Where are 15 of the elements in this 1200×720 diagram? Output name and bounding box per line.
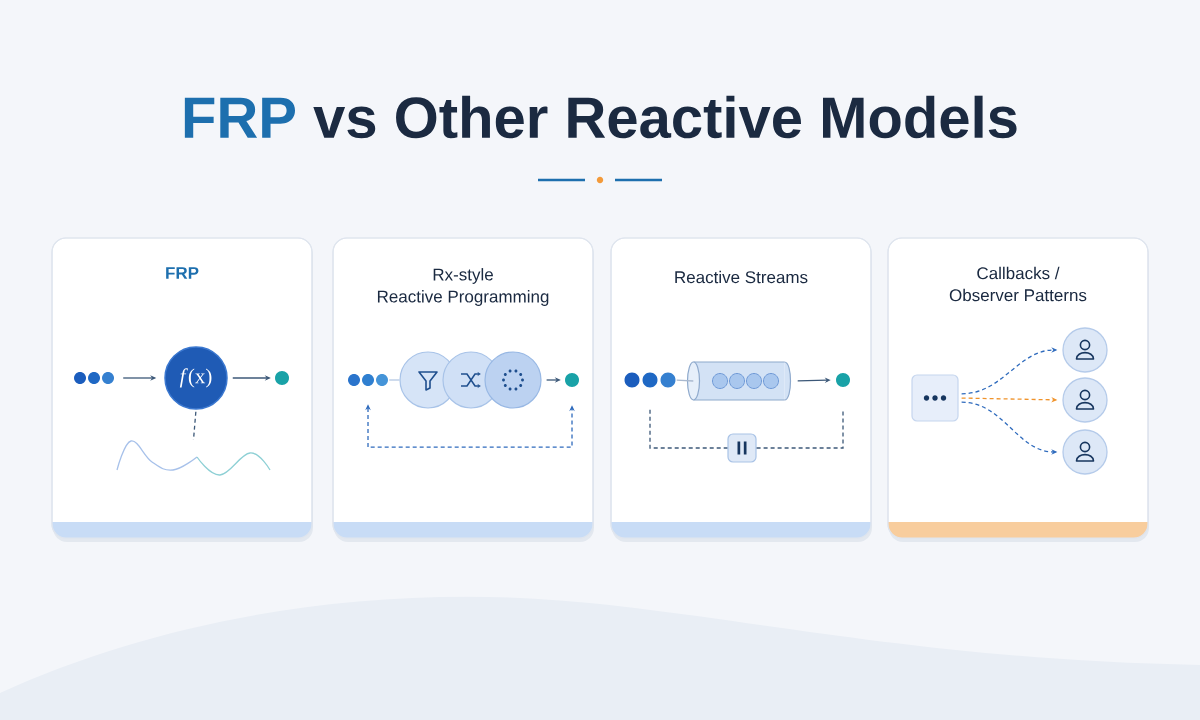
dashed-connector-line [755, 408, 844, 449]
dot [275, 371, 289, 385]
title: FRP vs Other Reactive Models [184, 95, 1017, 139]
card-title: Reactive Streams [675, 270, 808, 284]
card-title: FRP [166, 267, 199, 279]
wave-curve [116, 440, 271, 476]
card-title: Rx-style Reactive Programming [377, 268, 549, 306]
dashed-connector-line [649, 409, 729, 449]
dot-row [74, 372, 114, 384]
cylinder [686, 361, 792, 401]
dot [836, 373, 850, 387]
connector-line [676, 379, 694, 382]
card-title: Callbacks / Observer Patterns [949, 266, 1087, 302]
arrow [232, 375, 271, 381]
dot-row [624, 372, 676, 388]
